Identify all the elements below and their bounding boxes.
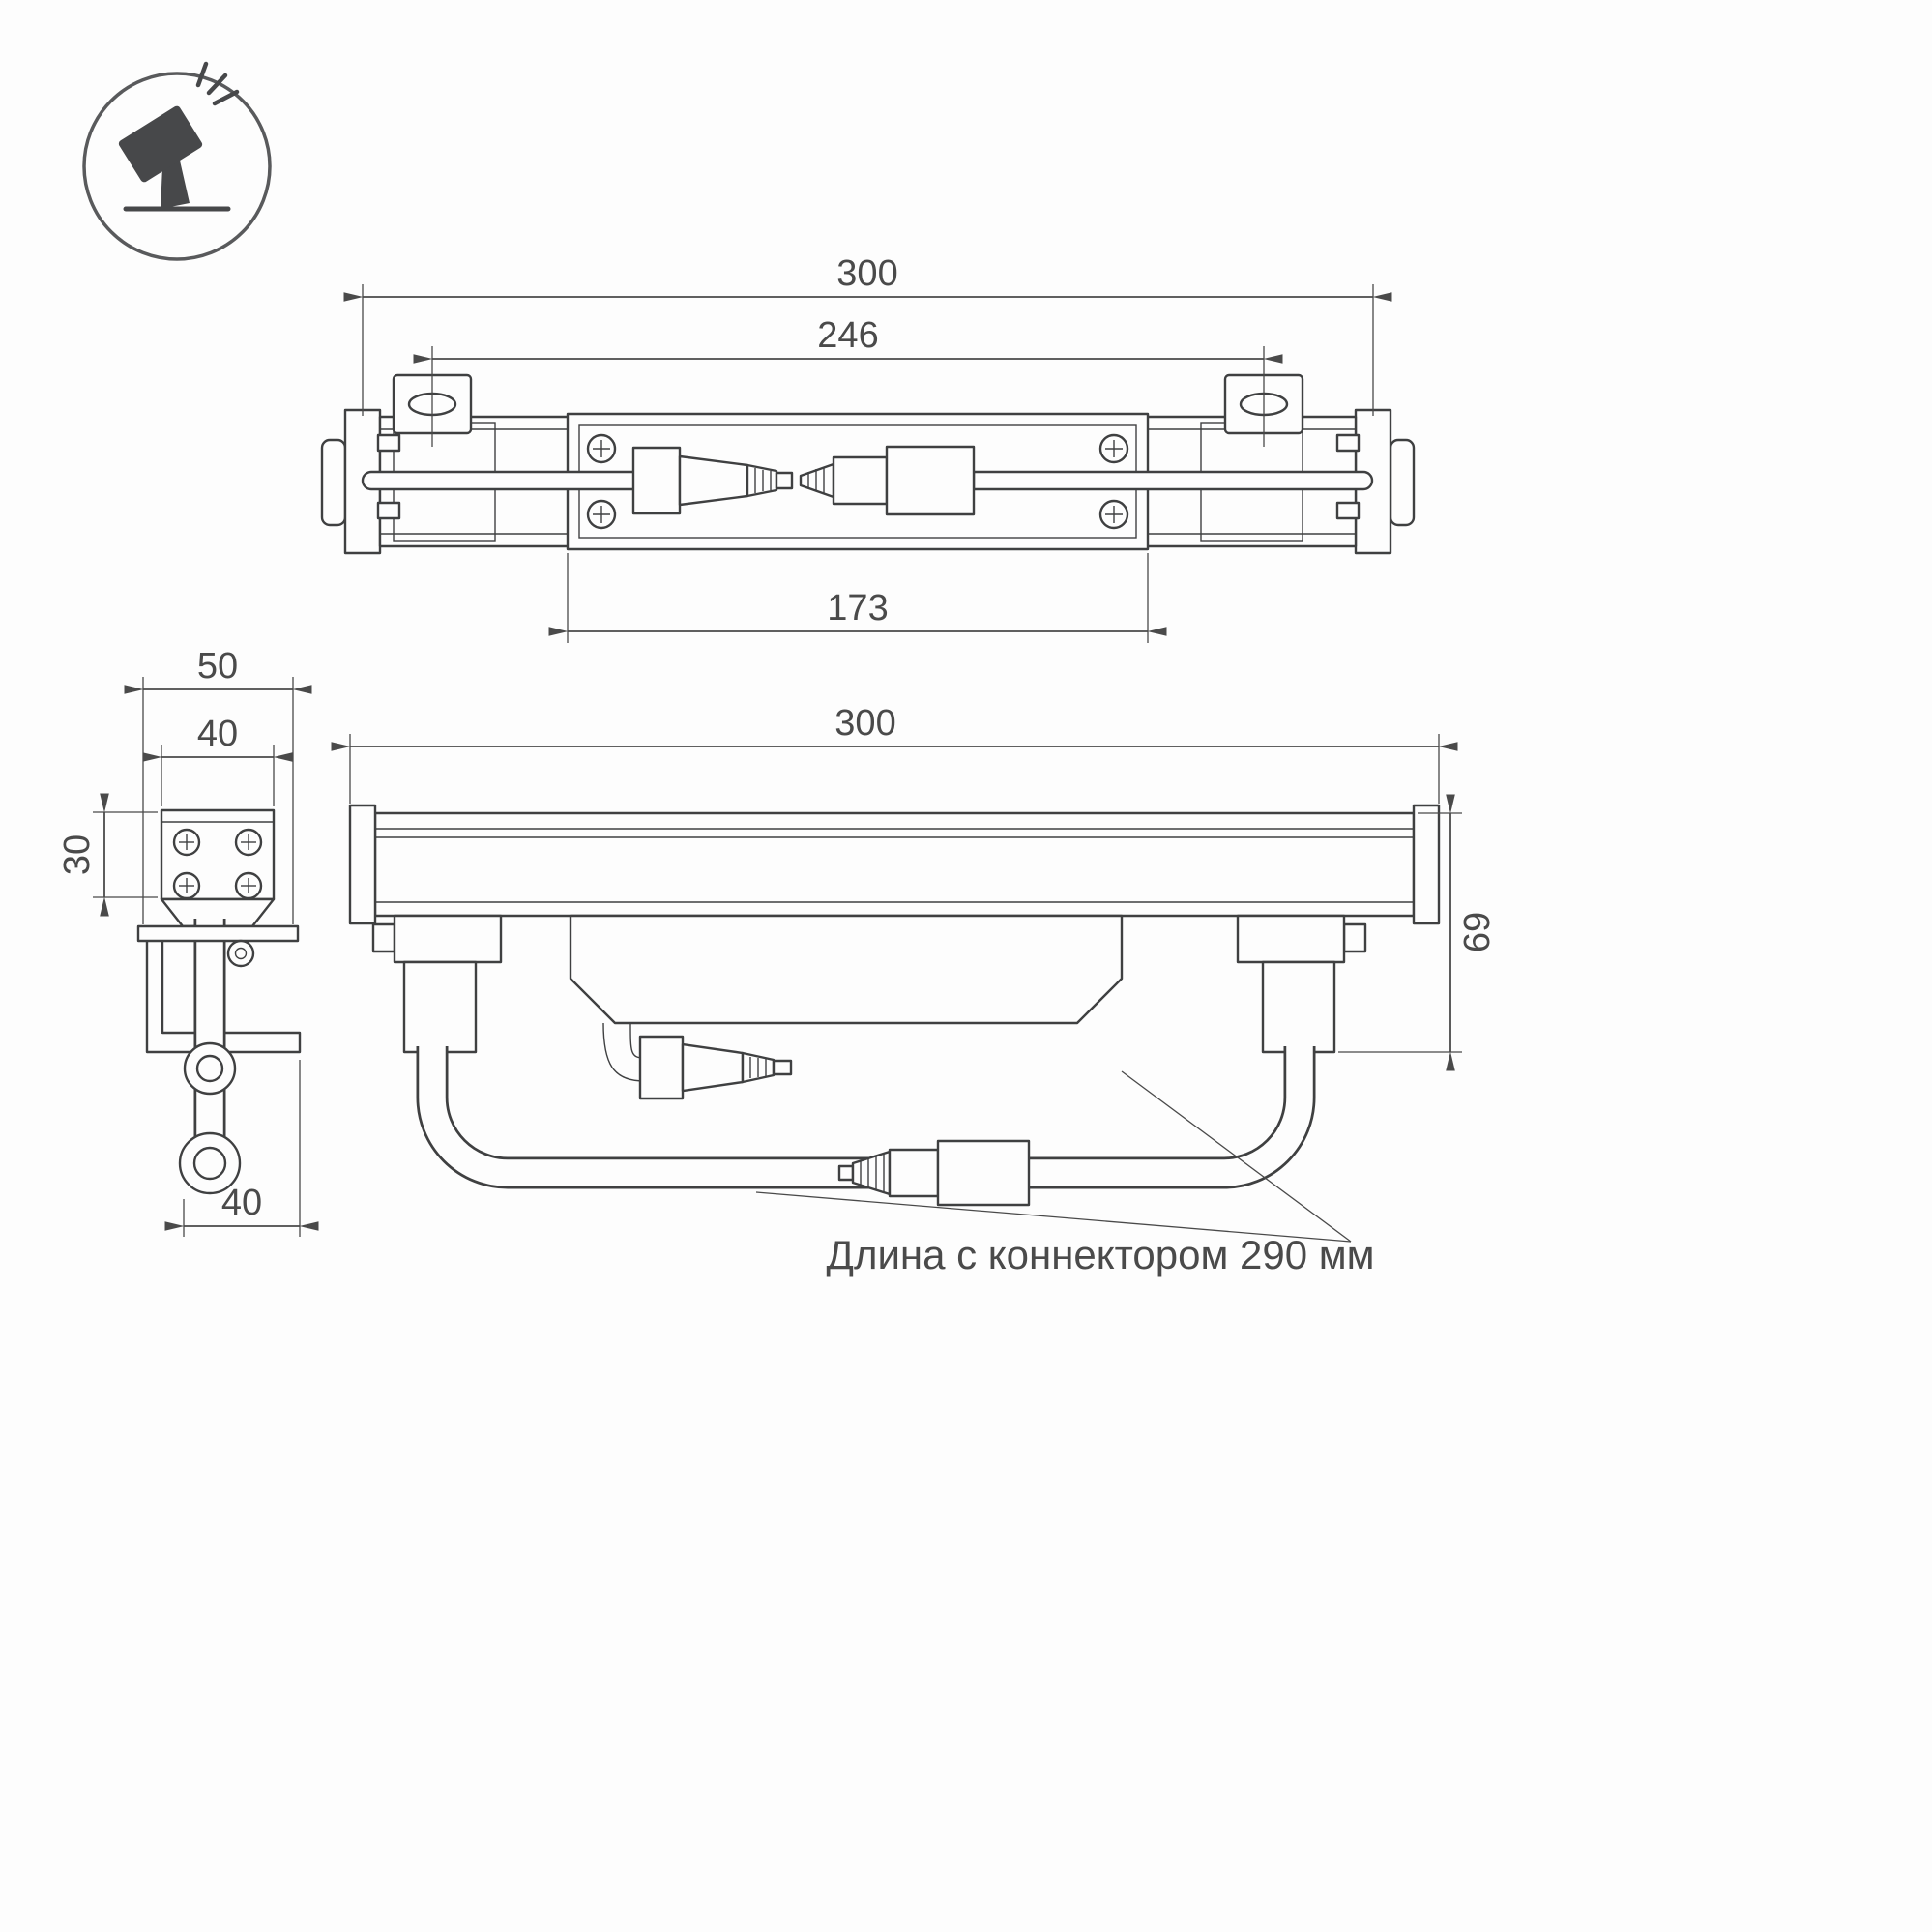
floodlight-head-icon (118, 105, 203, 183)
clamp-nut (1335, 501, 1361, 520)
connector-female-top (799, 445, 976, 516)
dim-label-body-height: 30 (57, 834, 98, 875)
phillips-screw (234, 871, 263, 900)
dim-front-height-69: 69 (1338, 794, 1498, 1071)
dim-side-overall-50: 50 (124, 646, 312, 924)
driver-box (569, 914, 1124, 1025)
phillips-screw (172, 828, 201, 857)
dim-label-top-overall: 300 (836, 253, 897, 294)
left-end-cap (348, 804, 377, 925)
side-screw (1342, 922, 1367, 953)
clamp-screw (376, 433, 401, 453)
connector-male-front (602, 1022, 793, 1100)
front-view: 300 69 (331, 703, 1498, 1243)
light-rays-icon (195, 61, 240, 106)
mounting-bracket-right-front (1236, 914, 1367, 1054)
side-view: 50 40 30 40 (57, 646, 319, 1237)
left-end-lug (320, 438, 347, 527)
dim-label-brackets: 246 (817, 315, 878, 356)
cable-loop-front (416, 1046, 1316, 1189)
dim-side-base-40: 40 (164, 1060, 319, 1237)
phillips-screw (586, 499, 617, 530)
dim-side-body-40: 40 (142, 714, 293, 806)
callout-leader (755, 1070, 1352, 1243)
cable-side (178, 919, 242, 1195)
mounting-bracket-left-front (371, 914, 503, 1054)
cable-right (972, 470, 1374, 491)
dim-label-base-offset: 40 (221, 1183, 262, 1223)
floodlight-stand (161, 161, 190, 209)
phillips-screw (234, 828, 263, 857)
dim-side-height-30: 30 (57, 793, 158, 917)
cable-left (361, 470, 637, 491)
dim-label-front-height: 69 (1457, 912, 1498, 952)
connector-male-top (631, 446, 794, 515)
front-view-bar (348, 804, 1441, 925)
dim-top-plate-173: 173 (548, 553, 1167, 643)
top-view: 300 246 173 (320, 253, 1416, 643)
side-view-body (160, 808, 276, 928)
right-end-lug (1389, 438, 1416, 527)
right-end-cap (1412, 804, 1441, 925)
bracket-plate-side (136, 924, 300, 943)
clamp-knob (226, 939, 255, 968)
dim-top-overall-300: 300 (343, 253, 1392, 416)
dim-label-front-overall: 300 (834, 703, 895, 744)
phillips-screw (172, 871, 201, 900)
callout-text: Длина с коннектором 290 мм (827, 1232, 1375, 1277)
dim-label-overall-width: 50 (197, 646, 238, 687)
phillips-screw (1098, 433, 1129, 464)
clamp-nut (1335, 433, 1361, 453)
phillips-screw (586, 433, 617, 464)
dim-label-plate: 173 (827, 588, 888, 629)
dim-top-brackets-246: 246 (413, 315, 1283, 447)
product-type-icon (82, 61, 272, 261)
dim-label-body-width: 40 (197, 714, 238, 754)
clamp-screw (376, 501, 401, 520)
connector-female-front (837, 1139, 1031, 1207)
dim-front-overall-300: 300 (331, 703, 1458, 804)
side-screw (371, 922, 396, 953)
bar-body (373, 811, 1416, 918)
phillips-screw (1098, 499, 1129, 530)
